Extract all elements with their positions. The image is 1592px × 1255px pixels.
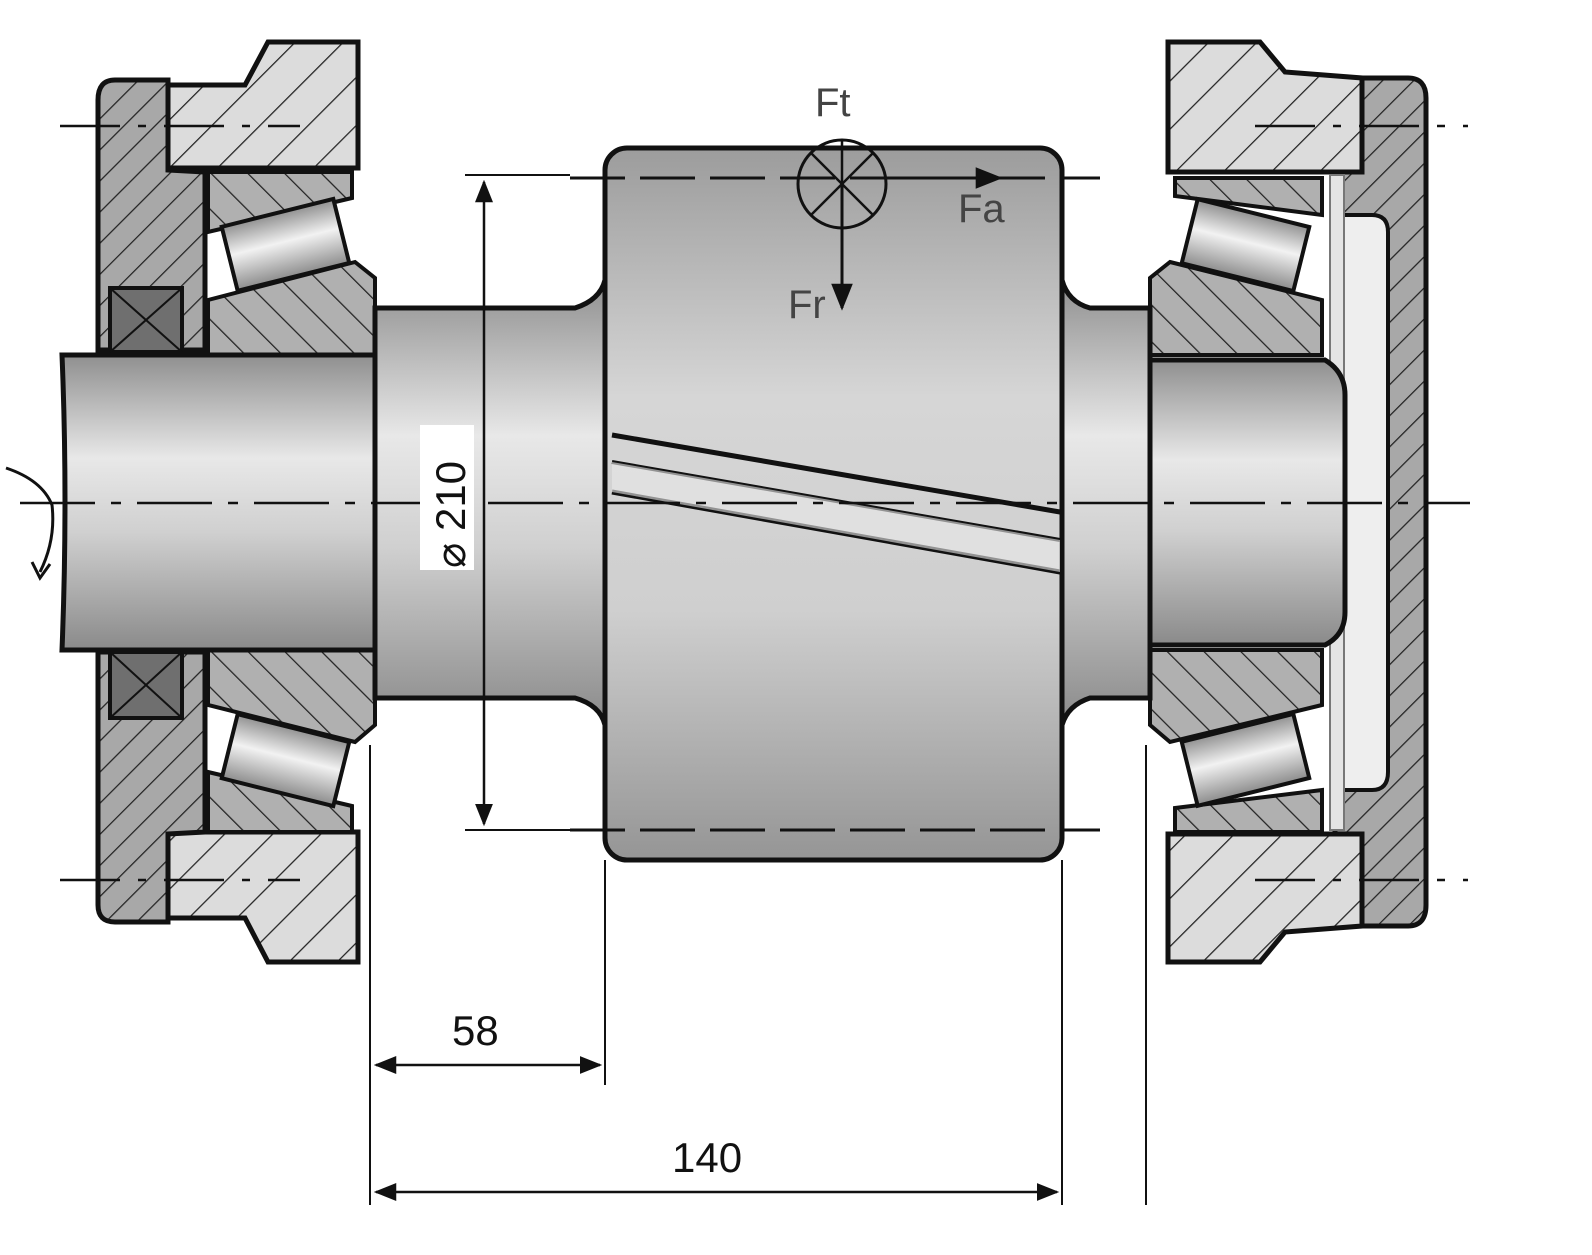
helical-gear: [570, 145, 1100, 863]
left-housing: [60, 39, 377, 965]
roller-right-top: [1179, 196, 1312, 294]
bearing-span-dimension: 140: [373, 1134, 1060, 1201]
radial-force-label: Fr: [788, 283, 826, 327]
extension-lines: [369, 745, 1147, 1205]
gear-offset-label: 58: [452, 1007, 499, 1054]
roller-left-top: [219, 196, 352, 294]
diameter-dimension: ⌀ 210: [420, 174, 570, 831]
roller-left-bottom: [219, 711, 352, 809]
bearing-span-label: 140: [672, 1134, 742, 1181]
rotation-arrow-icon: [5, 466, 55, 573]
roller-right-bottom: [1179, 711, 1312, 809]
tangential-force-label: Ft: [815, 81, 851, 125]
gear-diameter-label: ⌀ 210: [427, 461, 474, 568]
force-vectors: Ft Fa Fr: [788, 81, 1005, 327]
axial-force-label: Fa: [958, 187, 1005, 231]
gear-offset-dimension: 58: [373, 1007, 603, 1074]
